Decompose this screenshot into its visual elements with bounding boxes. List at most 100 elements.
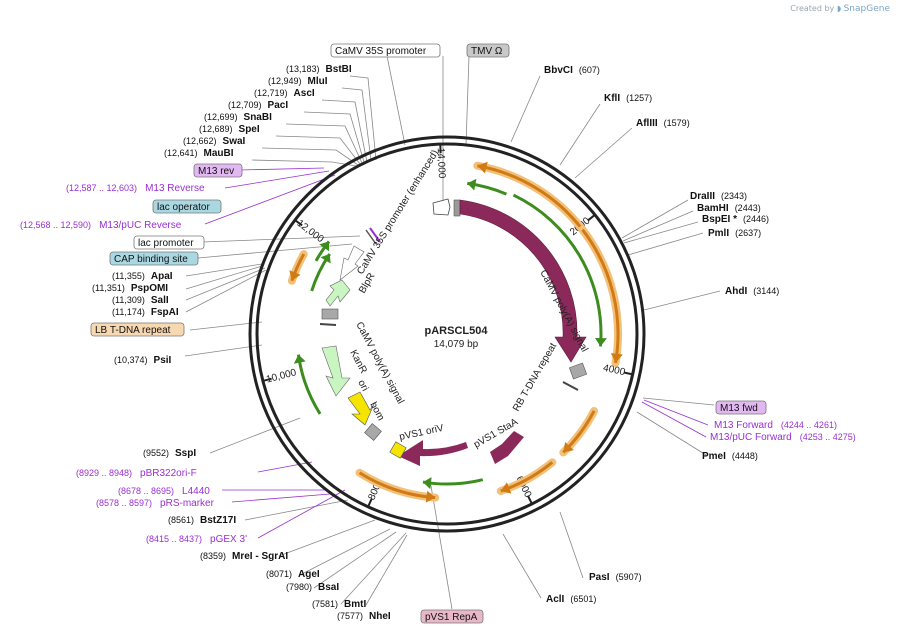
label-box-text: CAP binding site xyxy=(114,254,188,265)
enzyme-position: (8359) xyxy=(200,551,226,561)
enzyme-position: (12,719) xyxy=(254,88,288,98)
enzyme-name: MluI xyxy=(308,76,328,87)
enzyme-label: (11,309)SalI xyxy=(112,295,169,306)
primer-label: (12,587 .. 12,603) M13 Reverse xyxy=(66,183,205,194)
enzyme-name: BmtI xyxy=(344,599,366,610)
enzyme-name: BbvCI xyxy=(544,65,573,76)
feature-label-box: M13 rev xyxy=(193,163,243,178)
label-box-bg xyxy=(466,43,510,58)
enzyme-name: PspOMI xyxy=(131,283,168,294)
label-box-bg xyxy=(133,235,205,250)
plasmid-name: pARSCL504 xyxy=(425,325,489,337)
enzyme-position: (8561) xyxy=(168,515,194,525)
primer-label: (8415 .. 8437)pGEX 3' xyxy=(146,534,247,545)
primer-name: pRS-marker xyxy=(160,498,215,509)
enzyme-name: SpeI xyxy=(239,124,260,135)
primer-name: pBR322ori-F xyxy=(140,468,197,479)
enzyme-name: AclI xyxy=(546,594,565,605)
feature-label-box: CAP binding site xyxy=(109,251,199,266)
enzyme-label: BspEI *(2446) xyxy=(702,214,769,225)
enzyme-name: KflI xyxy=(604,93,620,104)
enzyme-label: (8561)BstZ17I xyxy=(168,515,236,526)
credit-brand: SnapGene xyxy=(843,4,890,14)
enzyme-position: (10,374) xyxy=(114,355,148,365)
pvs1-oriv-label: pVS1 oriV xyxy=(398,423,445,443)
feature-arc xyxy=(512,193,603,347)
label-box-bg xyxy=(193,163,243,178)
feature-label-box: CaMV 35S promoter xyxy=(330,43,441,58)
tick-mark xyxy=(623,371,633,376)
enzyme-label: AflIII(1579) xyxy=(636,118,690,129)
enzyme-name: BspEI xyxy=(702,214,731,225)
tick-label: 4000 xyxy=(602,363,627,379)
primer-labels: M13 Forward(4244 .. 4261)M13/pUC Forward… xyxy=(20,183,856,545)
enzyme-name: PsiI xyxy=(154,355,172,366)
feature-arrowhead xyxy=(594,337,607,347)
enzyme-name: PacI xyxy=(268,100,289,111)
enzyme-label: (12,699) SnaBI xyxy=(204,112,272,123)
feature-arc xyxy=(422,478,484,486)
label-box-bg xyxy=(109,251,199,266)
feature-arrowhead xyxy=(289,270,301,281)
primer-position: (8578 .. 8597) xyxy=(96,498,152,508)
pvs1-oriv-arrow xyxy=(398,440,468,466)
enzyme-name: FspAI xyxy=(151,307,179,318)
camv-polya-left-block xyxy=(321,308,339,320)
primer-label: M13/pUC Forward(4253 .. 4275) xyxy=(710,432,856,443)
enzyme-label: (12,719)AscI xyxy=(254,88,315,99)
enzyme-label: (11,351)PspOMI xyxy=(92,283,168,294)
primer-position: (12,587 .. 12,603) xyxy=(66,183,137,193)
enzyme-label: (13,183)BstBI xyxy=(286,64,352,75)
enzyme-position: (1257) xyxy=(626,93,652,103)
feature-arrowhead xyxy=(320,254,331,264)
features xyxy=(287,161,623,503)
ori-arrow xyxy=(347,391,375,426)
enzyme-position: (12,699) xyxy=(204,112,238,122)
enzyme-position: (9552) xyxy=(143,448,169,458)
enzyme-name: AhdI xyxy=(725,286,747,297)
primer-name: L4440 xyxy=(182,486,210,497)
label-box-text: LB T-DNA repeat xyxy=(95,325,171,336)
ori-label: ori xyxy=(355,378,370,393)
enzyme-label: (7577)NheI xyxy=(337,611,391,622)
primer-name: pGEX 3' xyxy=(210,534,247,545)
tick-mark xyxy=(367,498,373,508)
enzyme-label: BamHI(2443) xyxy=(697,203,761,214)
enzyme-label: PmlI(2637) xyxy=(708,228,761,239)
lac-marks-2 xyxy=(365,229,377,245)
primer-label: M13 Forward(4244 .. 4261) xyxy=(714,420,837,431)
primer-name: M13 Reverse xyxy=(145,183,205,194)
enzyme-label: AhdI(3144) xyxy=(725,286,779,297)
enzyme-label: PasI(5907) xyxy=(589,572,642,583)
gray-block-left xyxy=(364,423,382,441)
lb-repeat-mark xyxy=(319,323,337,326)
enzyme-position: (5907) xyxy=(616,572,642,582)
feature-arrowhead xyxy=(425,490,436,503)
enzyme-name: BamHI xyxy=(697,203,729,214)
feature-label-box: TMV Ω xyxy=(466,43,510,58)
feature-label-box: LB T-DNA repeat xyxy=(90,322,185,337)
label-box-bg xyxy=(715,400,767,415)
enzyme-label: (8359) MreI - SgrAI xyxy=(200,551,288,562)
feature-arrowhead xyxy=(563,441,574,453)
credit: Created by ◗ SnapGene xyxy=(790,4,890,14)
snapgene-logo-icon: ◗ xyxy=(836,4,842,13)
bom-block xyxy=(389,441,407,459)
tick-mark xyxy=(527,495,533,505)
enzyme-name: ApaI xyxy=(151,271,173,282)
label-box-bg xyxy=(90,322,185,337)
primer-name: M13 Forward xyxy=(714,420,773,431)
primer-label: (8929 .. 8948)pBR322ori-F xyxy=(76,468,197,479)
feature-arc xyxy=(296,354,322,415)
enzyme-position: (12,662) xyxy=(183,136,217,146)
enzyme-name: SnaBI xyxy=(244,112,273,123)
enzyme-label: BbvCI(607) xyxy=(544,65,600,76)
enzyme-name: PmeI xyxy=(702,451,726,462)
primer-leader-lines xyxy=(204,167,709,539)
enzyme-label: (12,689)SpeI xyxy=(199,124,260,135)
enzyme-name: MreI - SgrAI xyxy=(232,551,288,562)
enzyme-label: KflI (1257) xyxy=(604,93,652,104)
feature-glyphs xyxy=(319,198,588,466)
enzyme-name: SspI xyxy=(175,448,196,459)
enzyme-name: AflIII xyxy=(636,118,658,129)
